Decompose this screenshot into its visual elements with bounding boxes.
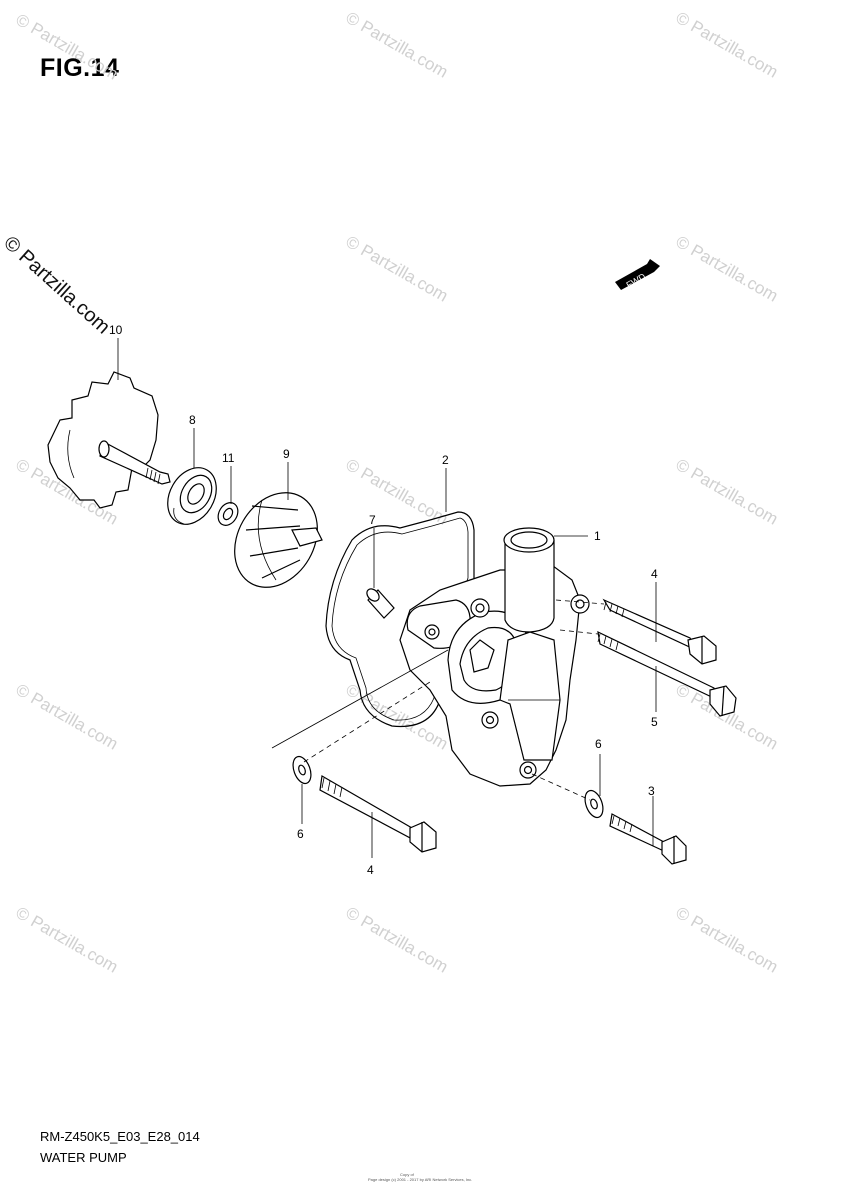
gear-shaft-part [47, 371, 171, 509]
callout-7: 7 [369, 513, 376, 527]
leader-lines [117, 338, 657, 858]
callout-6-left: 6 [297, 827, 304, 841]
callout-3: 3 [648, 784, 655, 798]
washer-part-right [584, 789, 604, 819]
callout-5: 5 [651, 715, 658, 729]
fwd-arrow-icon: FWD [615, 259, 660, 290]
callout-6-right: 6 [595, 737, 602, 751]
callout-4-lower: 4 [367, 863, 374, 877]
short-bolt-part [609, 813, 687, 865]
callout-11: 11 [222, 451, 235, 465]
bolt-part-lower [319, 775, 437, 853]
bolt-part-middle [597, 630, 737, 717]
callout-2: 2 [442, 453, 449, 467]
bearing-part [167, 467, 217, 525]
dowel-pin-part [366, 588, 395, 619]
footer-copyright: Page design (c) 2001 - 2017 by ARI Netwo… [368, 1177, 473, 1182]
impeller-part [234, 492, 323, 588]
bolt-part-upper [602, 598, 717, 665]
footer-copy: Copy of [400, 1172, 414, 1177]
callout-1: 1 [594, 529, 601, 543]
callout-9: 9 [283, 447, 290, 461]
washer-part [217, 502, 239, 526]
callout-10: 10 [109, 323, 123, 337]
washer-part-left [292, 755, 312, 785]
alignment-lines [271, 599, 605, 801]
callout-8: 8 [189, 413, 196, 427]
pump-housing-part [399, 527, 590, 787]
callout-4-upper: 4 [651, 567, 658, 581]
diagram-title: WATER PUMP [40, 1150, 127, 1165]
diagram-code: RM-Z450K5_E03_E28_014 [40, 1129, 200, 1144]
figure-title: FIG.14 [40, 54, 120, 82]
